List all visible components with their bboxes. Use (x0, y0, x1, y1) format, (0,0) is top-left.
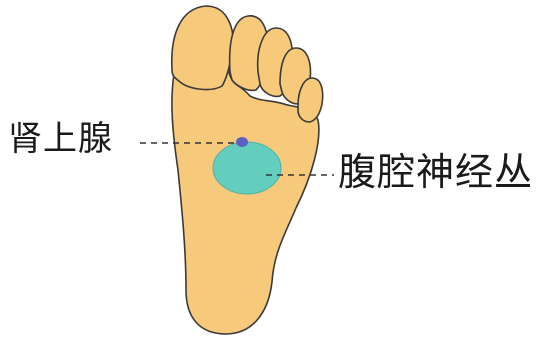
adrenal-gland-label: 肾上腺 (8, 122, 113, 156)
celiac-plexus-label: 腹腔神经丛 (338, 153, 533, 191)
adrenal-gland-point (236, 137, 248, 147)
celiac-plexus-area (213, 142, 281, 194)
big-toe (172, 6, 233, 89)
